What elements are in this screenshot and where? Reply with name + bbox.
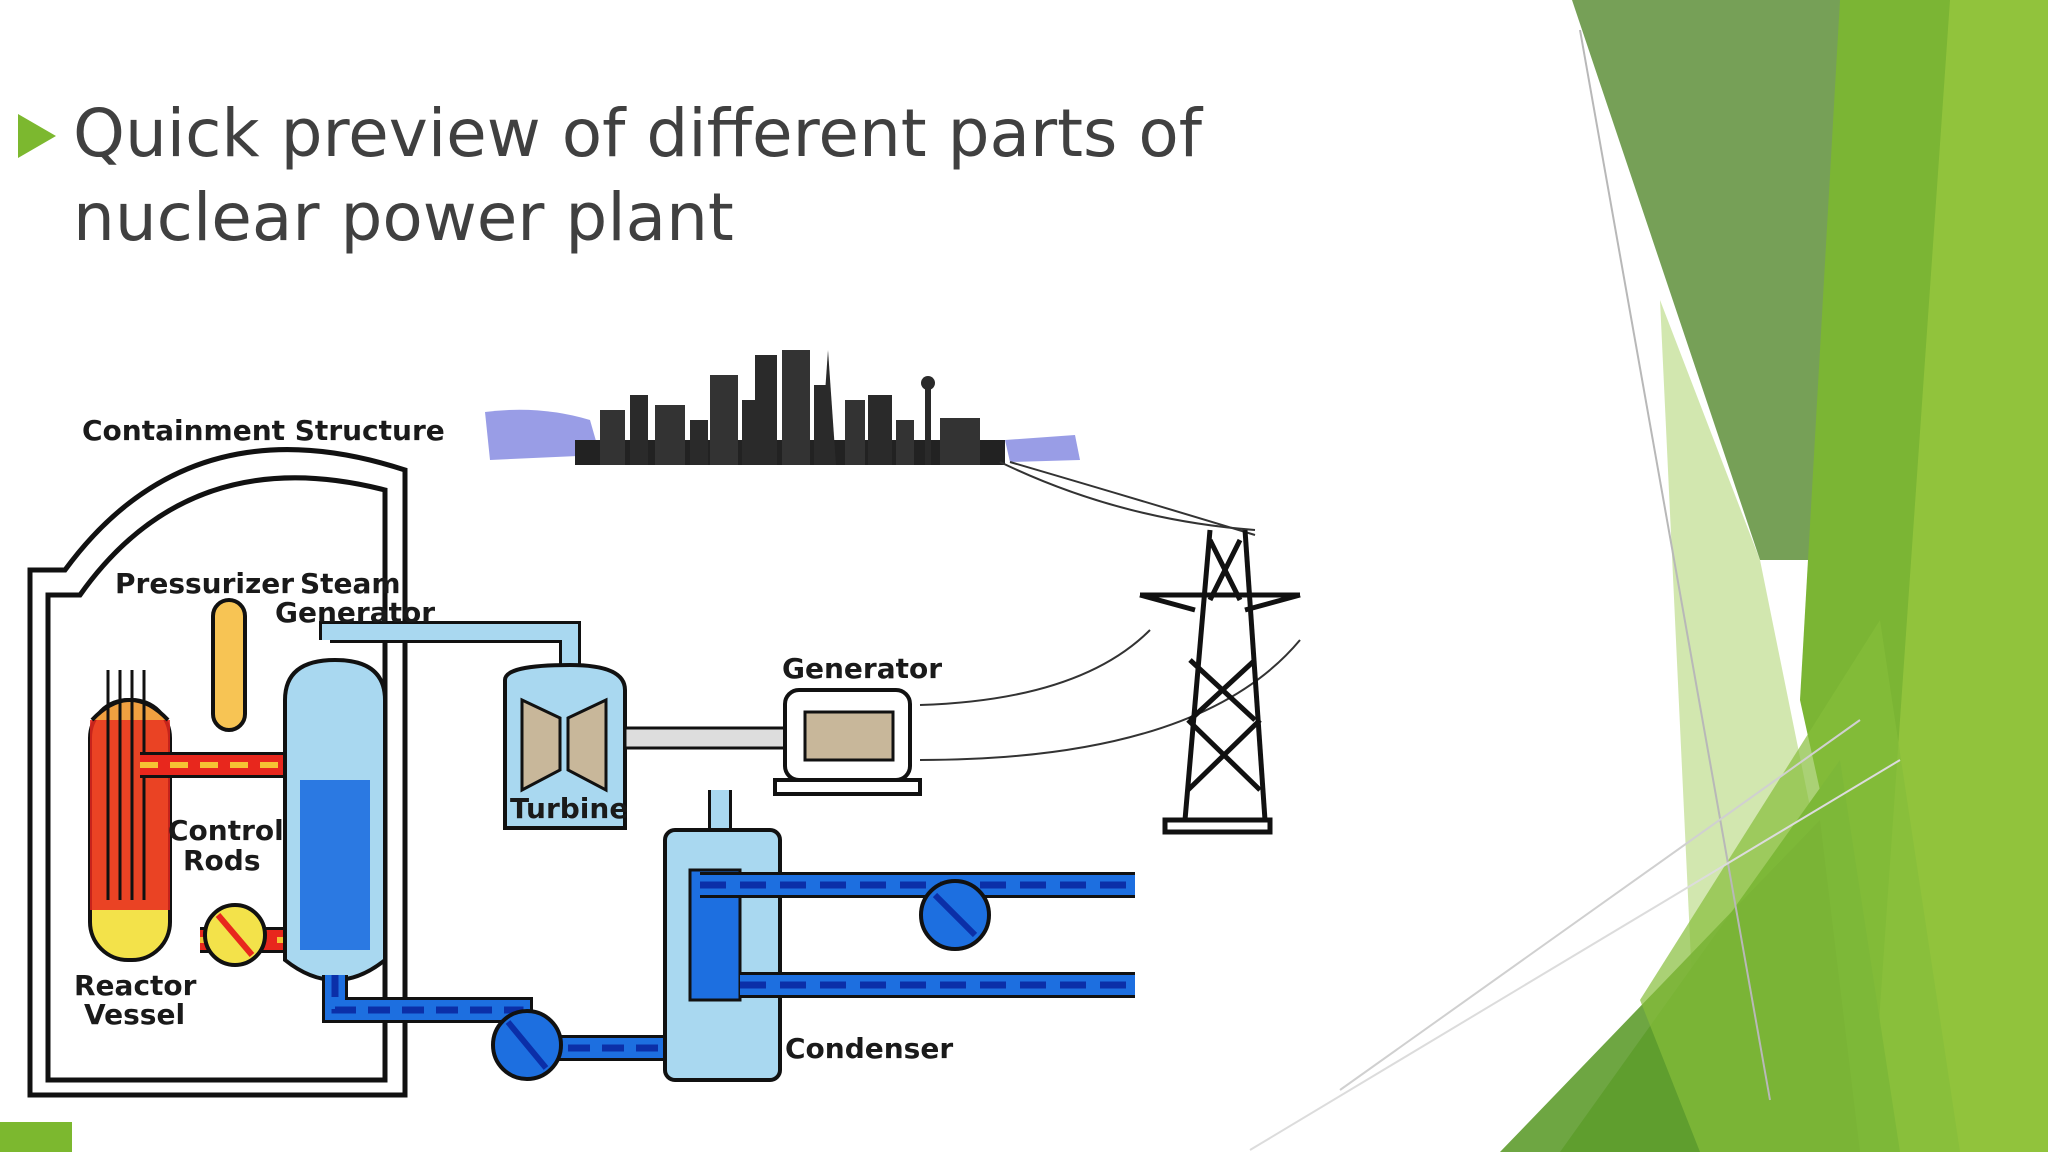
label-reactor: Reactor	[74, 969, 197, 1002]
label-pressurizer: Pressurizer	[115, 567, 294, 600]
label-rods: Rods	[183, 844, 261, 877]
label-containment-structure: Containment Structure	[82, 414, 445, 447]
label-vessel: Vessel	[84, 998, 185, 1031]
turbine	[503, 662, 807, 830]
label-turbine: Turbine	[510, 792, 628, 825]
generator	[773, 688, 922, 796]
pressurizer-tank	[211, 598, 247, 732]
label-generator: Generator	[782, 652, 942, 685]
reactor-vessel	[88, 670, 172, 962]
condenser	[663, 828, 1135, 1082]
label-condenser: Condenser	[785, 1032, 953, 1065]
cold-loop	[322, 975, 720, 1081]
city-skyline	[485, 350, 1080, 465]
containment-structure	[27, 447, 408, 1098]
transmission-tower	[1139, 529, 1301, 835]
bullet-arrow-icon	[18, 114, 56, 158]
slide-title: Quick preview of different parts of nucl…	[73, 95, 1202, 256]
label-steam: Steam	[300, 567, 401, 600]
power-lines	[919, 461, 1301, 761]
steam-generator	[283, 657, 387, 982]
label-steam-generator: Generator	[275, 596, 435, 629]
label-control: Control	[168, 814, 284, 847]
